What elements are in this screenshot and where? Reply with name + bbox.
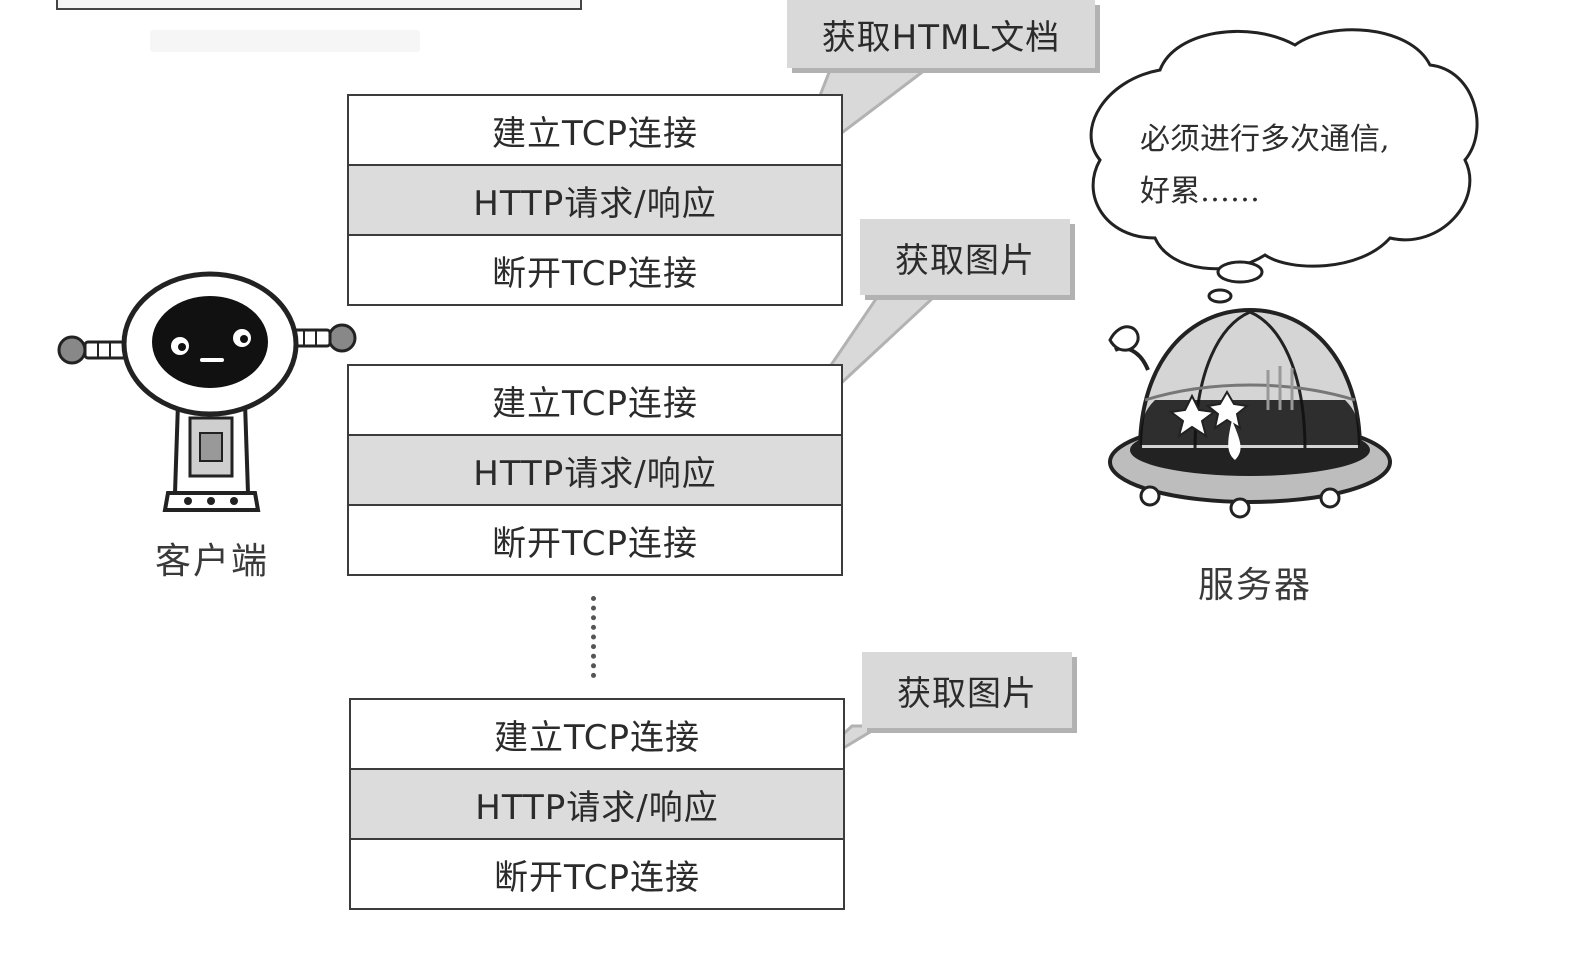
row-establish-tcp: 建立TCP连接: [347, 364, 843, 435]
row-http-request-response: HTTP请求/响应: [349, 769, 845, 839]
row-close-tcp: 断开TCP连接: [347, 235, 843, 306]
previous-figure-remnant: [56, 0, 582, 10]
thought-bubble-icon: [1089, 28, 1479, 304]
client-label: 客户端: [155, 541, 270, 582]
row-http-request-response: HTTP请求/响应: [347, 165, 843, 235]
server-thought-text: 必须进行多次通信, 好累……: [1140, 114, 1450, 218]
row-close-tcp: 断开TCP连接: [349, 839, 845, 910]
background-smudge: [150, 30, 420, 52]
callout-get-image: 获取图片: [862, 652, 1072, 728]
robot-client-icon: [57, 271, 357, 512]
connection-step-1: 建立TCP连接 HTTP请求/响应 断开TCP连接: [347, 94, 843, 306]
row-establish-tcp: 建立TCP连接: [347, 94, 843, 165]
connection-step-2: 建立TCP连接 HTTP请求/响应 断开TCP连接: [347, 364, 843, 576]
callout-get-html: 获取HTML文档: [787, 0, 1095, 68]
connection-step-3: 建立TCP连接 HTTP请求/响应 断开TCP连接: [349, 698, 845, 910]
server-label: 服务器: [1198, 565, 1313, 606]
row-close-tcp: 断开TCP连接: [347, 505, 843, 576]
dome-server-icon: [1108, 307, 1392, 519]
ellipsis-dots: [591, 596, 602, 678]
row-establish-tcp: 建立TCP连接: [349, 698, 845, 769]
thought-line-1: 必须进行多次通信,: [1140, 122, 1390, 157]
callout-get-image: 获取图片: [860, 219, 1070, 295]
thought-line-2: 好累……: [1140, 174, 1260, 209]
row-http-request-response: HTTP请求/响应: [347, 435, 843, 505]
